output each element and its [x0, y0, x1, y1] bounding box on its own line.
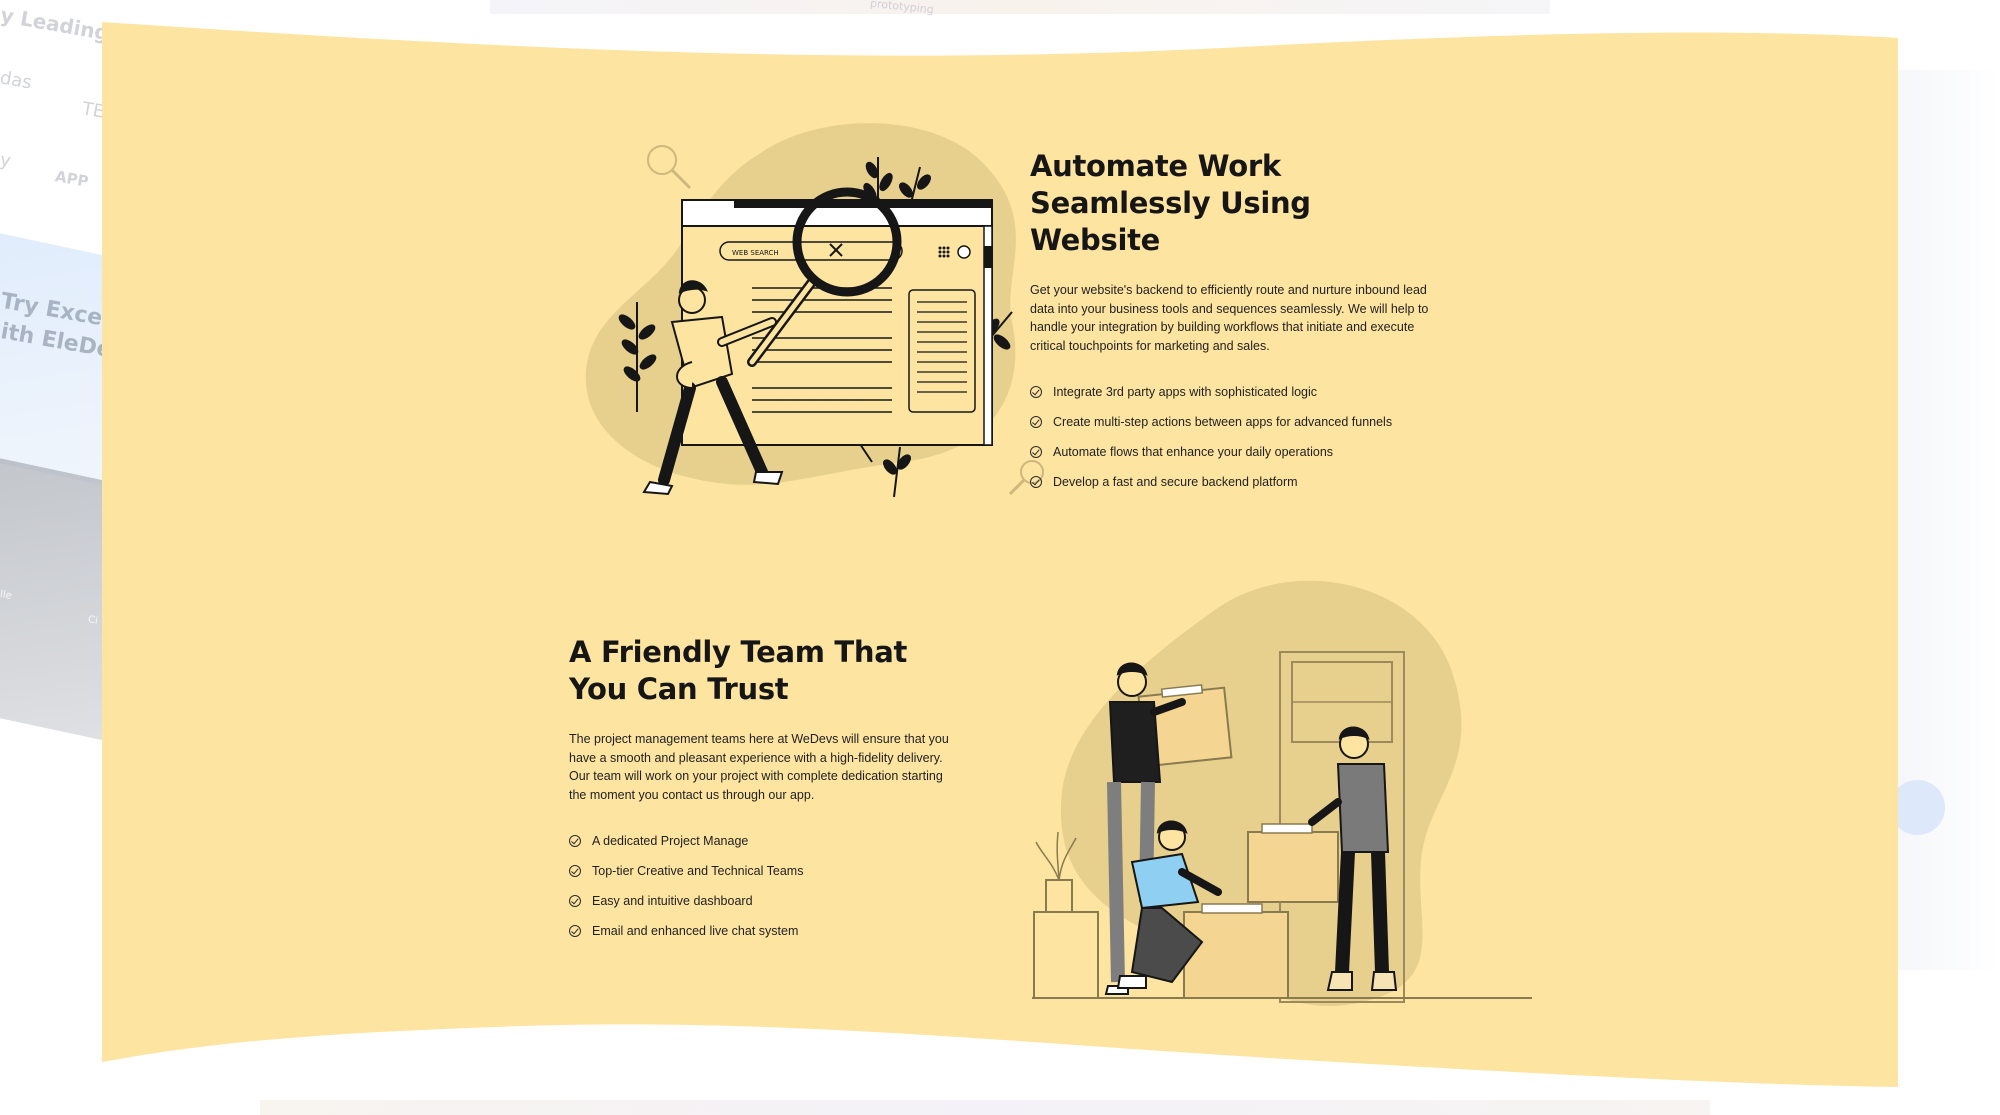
background-text: y Leading	[0, 2, 110, 46]
background-page-strip-bottom	[260, 1100, 1710, 1115]
feature-item: Top-tier Creative and Technical Teams	[569, 856, 969, 886]
check-circle-icon	[569, 925, 581, 937]
background-text: APP	[53, 167, 90, 191]
automate-description: Get your website's backend to efficientl…	[1030, 283, 1429, 353]
feature-label: Develop a fast and secure backend platfo…	[1053, 475, 1298, 489]
background-text: y	[0, 149, 13, 172]
automate-feature-list: Integrate 3rd party apps with sophistica…	[1030, 377, 1450, 497]
feature-label: Email and enhanced live chat system	[592, 924, 799, 938]
features-section: WEB SEARCH	[102, 22, 1898, 1087]
background-dark-band	[0, 458, 110, 742]
feature-item: Automate flows that enhance your daily o…	[1030, 437, 1450, 467]
background-page-right	[1895, 70, 2000, 970]
check-circle-icon	[569, 895, 581, 907]
check-circle-icon	[1030, 446, 1042, 458]
team-section: A Friendly Team That You Can Trust The p…	[569, 634, 969, 946]
feature-label: Easy and intuitive dashboard	[592, 894, 753, 908]
feature-item: Create multi-step actions between apps f…	[1030, 407, 1450, 437]
background-text: das	[0, 67, 34, 94]
background-page-left: y Leading das TE y APP Try Excelle ith E…	[0, 0, 110, 760]
background-floating-button	[1890, 780, 1945, 835]
check-circle-icon	[1030, 476, 1042, 488]
team-moving-boxes-illustration	[1032, 580, 1532, 1007]
background-text: lle	[0, 589, 13, 602]
feature-label: A dedicated Project Manage	[592, 834, 749, 848]
feature-label: Automate flows that enhance your daily o…	[1053, 445, 1334, 459]
check-circle-icon	[569, 865, 581, 877]
check-circle-icon	[1030, 386, 1042, 398]
automate-title: Automate Work Seamlessly Using Website	[1030, 149, 1311, 257]
automate-section: Automate Work Seamlessly Using Website G…	[1030, 148, 1450, 497]
team-description: The project management teams here at WeD…	[569, 732, 949, 802]
team-feature-list: A dedicated Project Manage Top-tier Crea…	[569, 826, 969, 946]
feature-label: Create multi-step actions between apps f…	[1053, 415, 1393, 429]
section-background	[102, 22, 1898, 1087]
background-page-strip-top	[490, 0, 1550, 14]
check-circle-icon	[1030, 416, 1042, 428]
check-circle-icon	[569, 835, 581, 847]
background-text: Ci	[87, 614, 99, 627]
feature-item: Integrate 3rd party apps with sophistica…	[1030, 377, 1450, 407]
feature-label: Integrate 3rd party apps with sophistica…	[1053, 385, 1318, 399]
feature-item: Easy and intuitive dashboard	[569, 886, 969, 916]
search-bar-label: WEB SEARCH	[732, 249, 779, 257]
web-search-illustration: WEB SEARCH	[585, 123, 1044, 498]
team-title: A Friendly Team That You Can Trust	[569, 635, 908, 706]
feature-item: Develop a fast and secure backend platfo…	[1030, 467, 1450, 497]
feature-item: A dedicated Project Manage	[569, 826, 969, 856]
feature-item: Email and enhanced live chat system	[569, 916, 969, 946]
feature-label: Top-tier Creative and Technical Teams	[592, 864, 804, 878]
